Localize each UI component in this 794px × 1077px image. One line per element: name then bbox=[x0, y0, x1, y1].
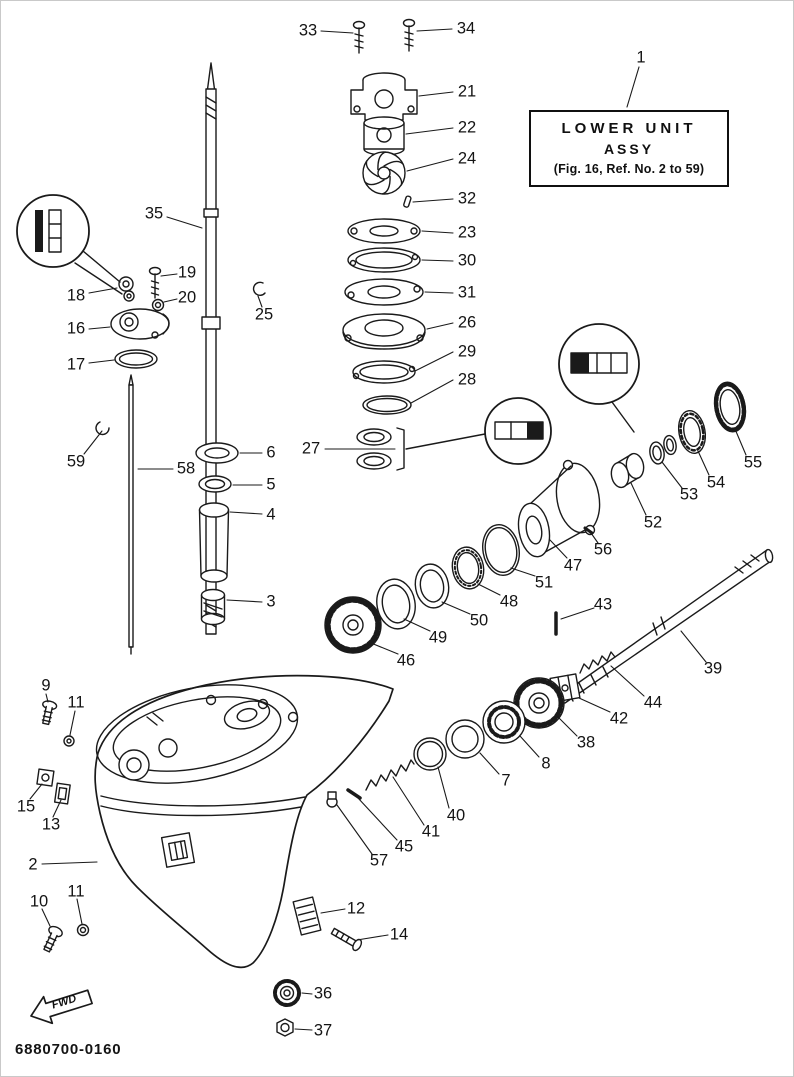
leader-line-41 bbox=[392, 776, 425, 826]
leader-line-20 bbox=[163, 298, 178, 303]
leader-line-34 bbox=[416, 28, 453, 32]
leader-line-37 bbox=[294, 1028, 313, 1031]
shift-rod bbox=[128, 374, 134, 655]
leader-line-24 bbox=[406, 158, 454, 172]
leader-line-38 bbox=[557, 716, 578, 737]
leader-line-7 bbox=[479, 752, 500, 775]
leader-line-1 bbox=[626, 66, 640, 108]
leader-line-26 bbox=[426, 322, 454, 330]
leader-line-17 bbox=[88, 359, 115, 364]
forward-gear-cluster bbox=[326, 611, 616, 808]
leader-line-45 bbox=[357, 797, 398, 841]
title-box-line3: (Fig. 16, Ref. No. 2 to 59) bbox=[553, 162, 705, 176]
title-box-line1: LOWER UNIT bbox=[561, 120, 697, 137]
detail-callout-a bbox=[16, 194, 123, 295]
leader-line-30 bbox=[421, 259, 454, 262]
leader-line-23 bbox=[421, 230, 454, 234]
leader-line-57 bbox=[336, 804, 373, 855]
leader-line-52 bbox=[630, 482, 647, 516]
title-box: LOWER UNIT ASSY (Fig. 16, Ref. No. 2 to … bbox=[529, 110, 729, 187]
fwd-arrow: FWD bbox=[30, 989, 93, 1025]
leader-line-42 bbox=[578, 697, 611, 713]
impeller-key-pin bbox=[403, 195, 412, 208]
leader-line-9 bbox=[45, 693, 49, 703]
detail-callout-c bbox=[558, 323, 640, 433]
seal-housing-cluster bbox=[110, 266, 266, 369]
drawing-number: 6880700-0160 bbox=[15, 1041, 122, 1058]
leader-line-13 bbox=[52, 799, 62, 818]
leader-line-48 bbox=[477, 583, 501, 596]
leader-lines-layer bbox=[29, 28, 747, 1031]
leader-line-36 bbox=[301, 992, 313, 995]
leader-line-18 bbox=[88, 287, 118, 294]
leader-line-16 bbox=[88, 326, 111, 330]
leader-line-28 bbox=[410, 379, 454, 404]
leader-line-11 bbox=[69, 710, 76, 736]
driveshaft-bearing-stack bbox=[195, 442, 239, 626]
leader-line-10 bbox=[41, 908, 51, 927]
leader-line-40 bbox=[437, 766, 450, 809]
leader-line-8 bbox=[519, 735, 540, 758]
water-inlet-grate bbox=[160, 832, 196, 868]
leader-line-39 bbox=[680, 630, 707, 663]
prop-shaft-gear-train bbox=[324, 381, 747, 654]
drive-shaft bbox=[201, 62, 221, 635]
leader-line-2 bbox=[41, 861, 98, 865]
detail-callout-b bbox=[405, 397, 552, 465]
leader-line-21 bbox=[418, 91, 454, 97]
oil-seals bbox=[356, 427, 405, 471]
leader-line-4 bbox=[229, 511, 263, 515]
impeller bbox=[362, 151, 406, 195]
water-pump-screws bbox=[352, 18, 416, 54]
leader-line-50 bbox=[441, 601, 471, 615]
leader-line-54 bbox=[697, 450, 710, 476]
leader-line-59 bbox=[83, 430, 103, 455]
leader-line-56 bbox=[590, 532, 599, 544]
water-pump-stack bbox=[342, 72, 426, 471]
left-fasteners bbox=[36, 700, 90, 953]
trim-tab-and-bottom-parts bbox=[273, 896, 363, 1037]
leader-line-12 bbox=[320, 908, 346, 914]
circlip-25 bbox=[252, 281, 266, 296]
title-box-line2: ASSY bbox=[603, 141, 655, 157]
lower-casing bbox=[94, 674, 394, 969]
leader-line-19 bbox=[160, 273, 178, 277]
leader-line-51 bbox=[510, 567, 536, 577]
leader-line-29 bbox=[414, 351, 454, 372]
leader-line-32 bbox=[412, 198, 454, 203]
leader-line-11 bbox=[76, 898, 83, 925]
leader-line-15 bbox=[29, 783, 43, 800]
leader-line-43 bbox=[560, 607, 595, 620]
leader-line-46 bbox=[370, 642, 399, 655]
leader-line-35 bbox=[166, 216, 203, 229]
leader-line-31 bbox=[424, 291, 454, 294]
leader-line-49 bbox=[403, 618, 431, 632]
leader-line-14 bbox=[356, 934, 389, 941]
leader-line-47 bbox=[549, 539, 568, 559]
leader-line-53 bbox=[661, 461, 683, 489]
leader-line-25 bbox=[257, 295, 263, 308]
leader-line-22 bbox=[405, 127, 454, 135]
leader-line-44 bbox=[610, 665, 645, 697]
leader-line-55 bbox=[734, 428, 747, 456]
propeller-shaft bbox=[560, 548, 774, 704]
leader-line-33 bbox=[320, 30, 354, 34]
leader-line-3 bbox=[226, 599, 263, 603]
circlip-59 bbox=[95, 421, 110, 436]
